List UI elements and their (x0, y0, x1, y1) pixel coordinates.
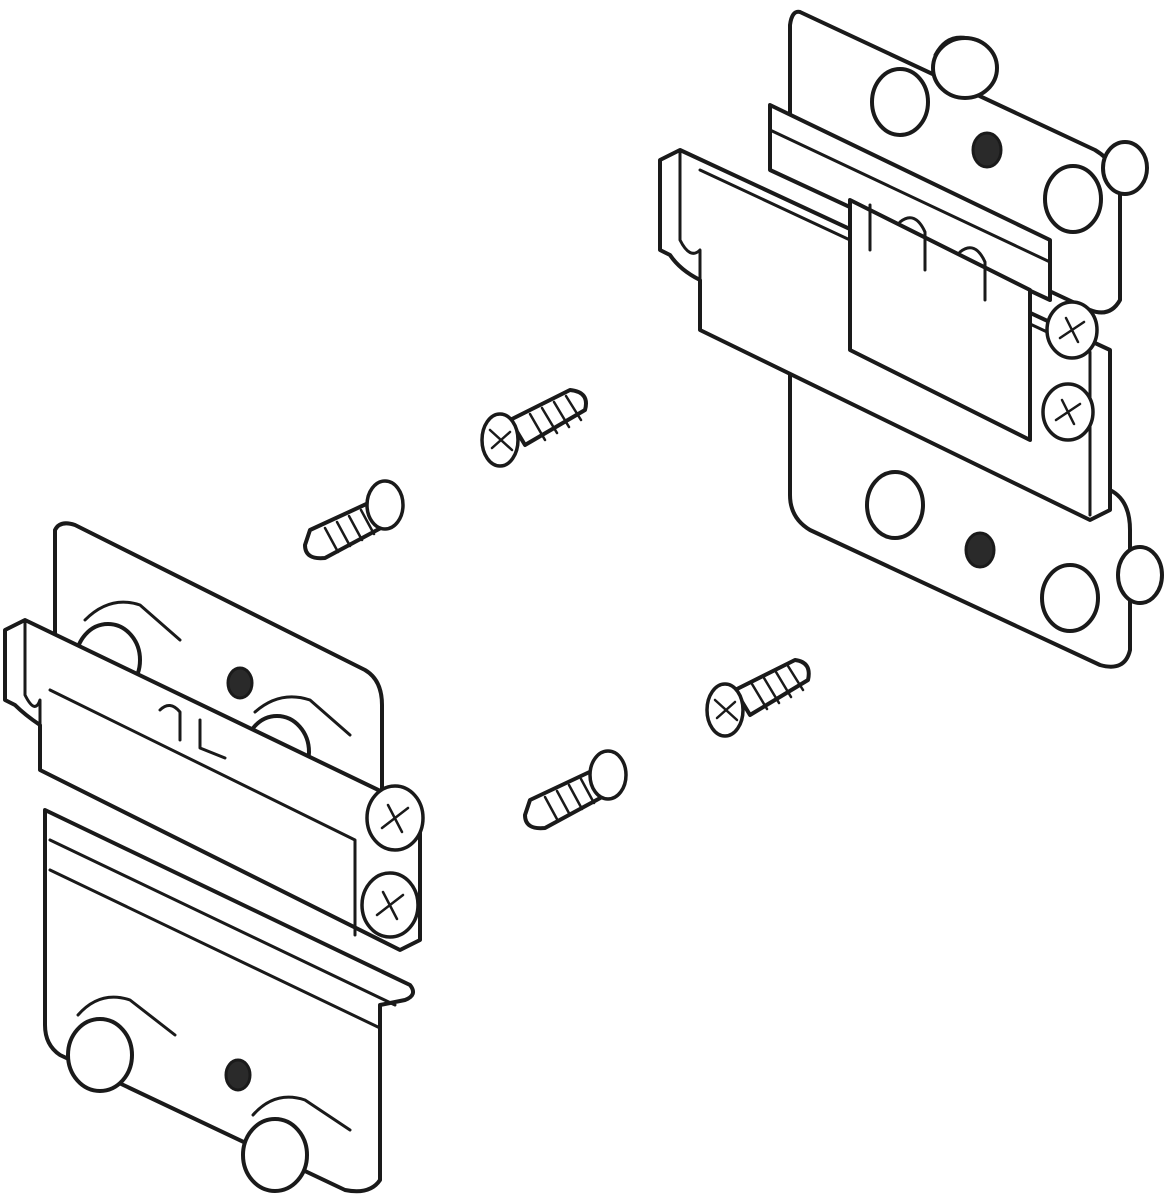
left-upper-screw-hole (226, 666, 254, 700)
right-boss-top (931, 36, 999, 100)
right-lower-hole-2 (1040, 563, 1100, 633)
right-knuckle (848, 198, 1032, 442)
left-hinge-strip (3, 618, 422, 952)
left-boss-3 (66, 1017, 134, 1093)
screw-3 (705, 658, 811, 738)
right-boss-lower-right (1116, 545, 1164, 605)
right-boss-right (1101, 140, 1149, 196)
right-upper-hole-1 (870, 67, 930, 137)
right-lower-screw-hole (964, 531, 996, 569)
left-lower-screw-hole (224, 1058, 252, 1092)
right-hinge-assembly (658, 9, 1164, 669)
right-upper-hole-2 (1043, 164, 1103, 234)
screw-1 (480, 388, 588, 468)
left-boss-4 (241, 1117, 309, 1193)
left-lower-plate (43, 808, 416, 1194)
screw-4 (523, 749, 628, 831)
screw-2 (303, 479, 405, 561)
right-lower-hole-1 (865, 470, 925, 540)
left-hinge-assembly (3, 521, 425, 1194)
right-upper-screw-hole (971, 131, 1003, 169)
